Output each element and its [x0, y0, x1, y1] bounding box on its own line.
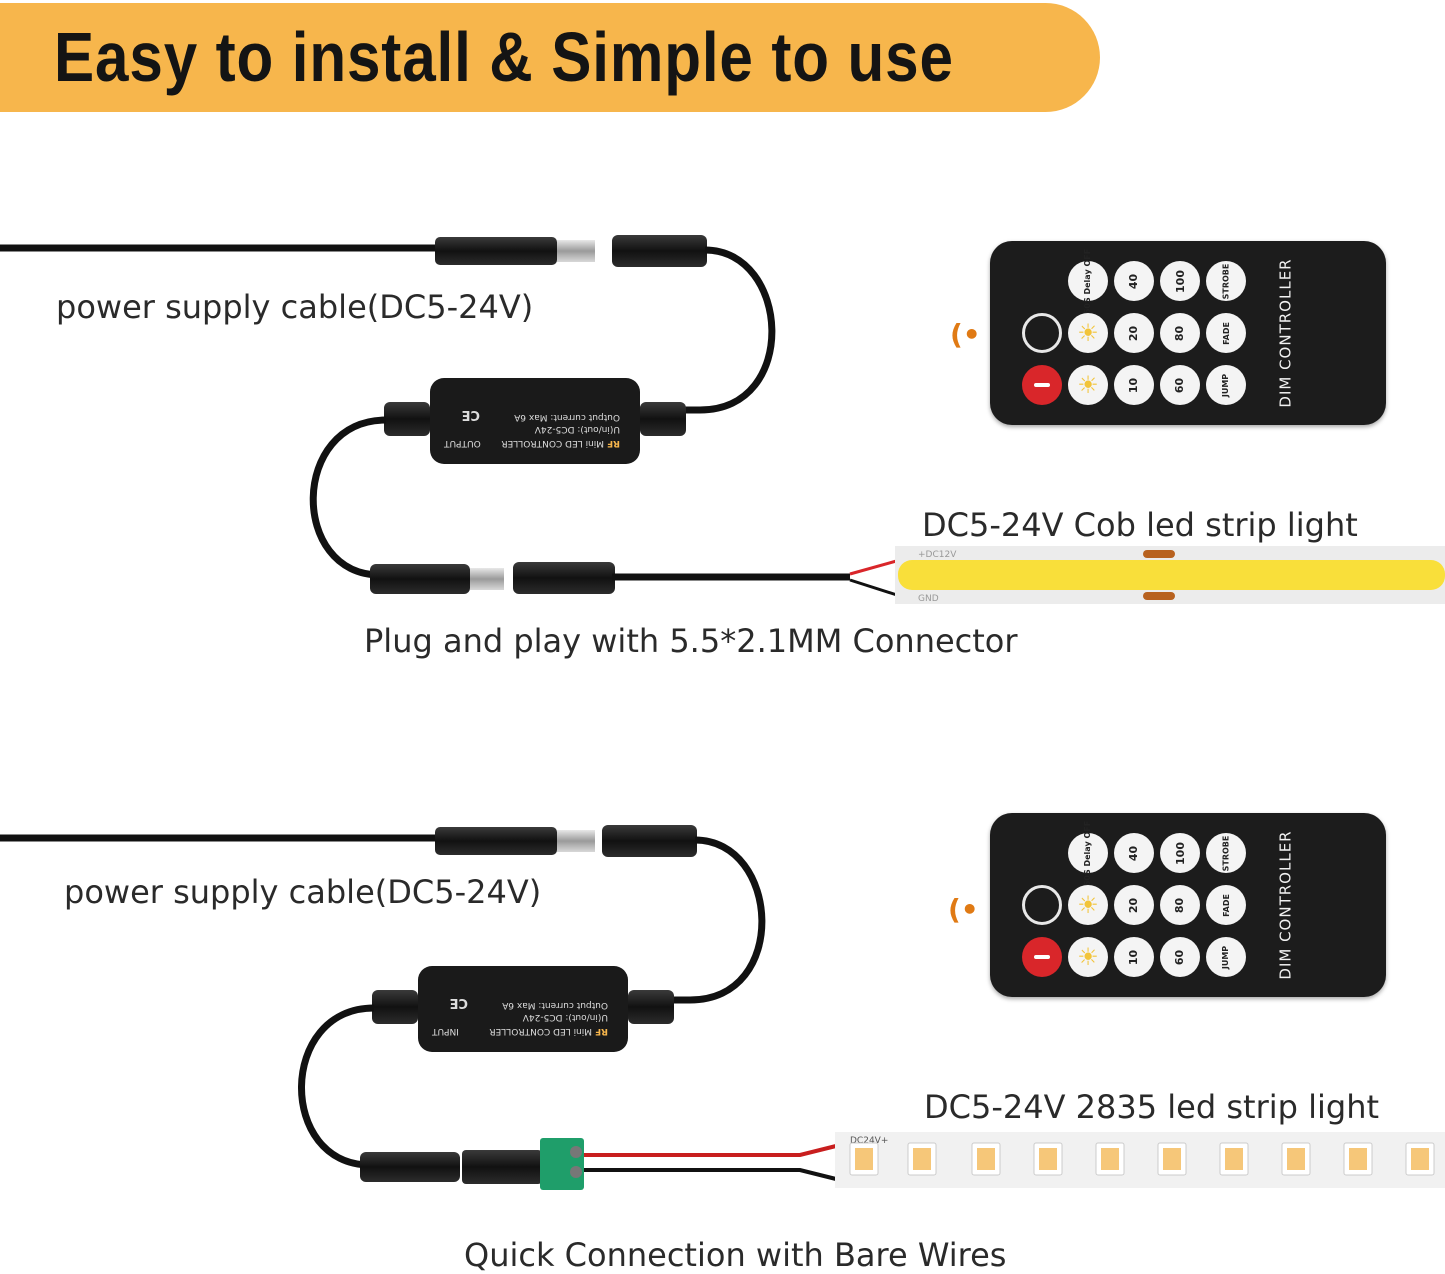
power-on-button[interactable] [1022, 313, 1062, 353]
btn-strobe-2[interactable]: STROBE [1206, 833, 1246, 873]
led-2835-strip-label: DC5-24V 2835 led strip light [924, 1088, 1380, 1126]
btn-delay-off[interactable]: 60S Delay OFF [1068, 248, 1108, 314]
brightness-down-icon[interactable]: ☀ [1068, 365, 1108, 405]
btn-60-2[interactable]: 60 [1160, 937, 1200, 977]
controller-spec-2b: U(in/out): DC5-24V [522, 1012, 608, 1022]
controller-labels-2: RF Mini LED CONTROLLER U(in/out): DC5-24… [428, 980, 618, 1040]
wireless-signal-icon: (• [950, 318, 981, 351]
brightness-up-icon[interactable]: ☀ [1068, 313, 1108, 353]
controller-brand-2: RF [594, 1026, 608, 1036]
btn-fade-2[interactable]: FADE [1206, 885, 1246, 925]
dim-remote-1: DIM CONTROLLER 60S Delay OFF 40 100 STRO… [990, 241, 1386, 425]
power-off-button[interactable] [1022, 365, 1062, 405]
plug-and-play-label: Plug and play with 5.5*2.1MM Connector [364, 622, 1018, 660]
power-off-button-2[interactable] [1022, 937, 1062, 977]
ce-mark: CE [461, 407, 480, 422]
btn-jump[interactable]: JUMP [1206, 365, 1246, 405]
controller-name-2: Mini LED CONTROLLER [489, 1026, 593, 1036]
controller-name: Mini LED CONTROLLER [501, 438, 605, 448]
dc-female-plug [612, 235, 707, 267]
ce-mark-2: CE [449, 995, 468, 1010]
controller-box [430, 378, 640, 464]
bare-wires-label: Quick Connection with Bare Wires [464, 1236, 1007, 1274]
btn-jump-2[interactable]: JUMP [1206, 937, 1246, 977]
strip-mark-gnd: GND [918, 594, 939, 604]
remote-side-label-2: DIM CONTROLLER [1276, 830, 1295, 980]
led-2835-strip [835, 1132, 1445, 1188]
controller-labels-1: RF Mini LED CONTROLLER U(in/out): DC5-24… [440, 392, 630, 452]
brightness-down-icon-2[interactable]: ☀ [1068, 937, 1108, 977]
controller-spec-1: Output current: Max 6A [514, 412, 620, 422]
btn-100[interactable]: 100 [1160, 261, 1200, 301]
wireless-signal-icon-2: (• [948, 893, 979, 926]
btn-10-2[interactable]: 10 [1114, 937, 1154, 977]
cob-strip-label: DC5-24V Cob led strip light [922, 506, 1358, 544]
page-title: Easy to install & Simple to use [54, 18, 954, 96]
btn-strobe[interactable]: STROBE [1206, 261, 1246, 301]
section2-wiring: DC24V+ [0, 825, 1445, 1190]
btn-delay-off-2[interactable]: 60S Delay OFF [1068, 820, 1108, 886]
btn-20[interactable]: 20 [1114, 313, 1154, 353]
power-on-button-2[interactable] [1022, 885, 1062, 925]
btn-80[interactable]: 80 [1160, 313, 1200, 353]
controller-output: OUTPUT [444, 438, 481, 448]
dim-remote-2: DIM CONTROLLER 60S Delay OFF 40 100 STRO… [990, 813, 1386, 997]
remote-side-label: DIM CONTROLLER [1276, 258, 1295, 408]
btn-fade[interactable]: FADE [1206, 313, 1246, 353]
btn-60[interactable]: 60 [1160, 365, 1200, 405]
controller-brand: RF [606, 438, 620, 448]
btn-10[interactable]: 10 [1114, 365, 1154, 405]
controller-input-2: INPUT [432, 1026, 459, 1036]
brightness-up-icon-2[interactable]: ☀ [1068, 885, 1108, 925]
section1-wiring: +DC12V GND [0, 235, 1445, 604]
dc-male-plug [435, 237, 557, 265]
controller-box-2 [418, 966, 628, 1052]
btn-80-2[interactable]: 80 [1160, 885, 1200, 925]
terminal-block [540, 1138, 584, 1190]
btn-40-2[interactable]: 40 [1114, 833, 1154, 873]
controller-spec-2: U(in/out): DC5-24V [534, 424, 620, 434]
btn-20-2[interactable]: 20 [1114, 885, 1154, 925]
power-cable-label-2: power supply cable(DC5-24V) [64, 873, 542, 911]
btn-40[interactable]: 40 [1114, 261, 1154, 301]
controller-spec-1b: Output current: Max 6A [502, 1000, 608, 1010]
strip2-mark: DC24V+ [850, 1136, 888, 1146]
btn-100-2[interactable]: 100 [1160, 833, 1200, 873]
power-cable-label-1: power supply cable(DC5-24V) [56, 288, 534, 326]
title-banner: Easy to install & Simple to use [0, 3, 1100, 112]
strip-mark-plus: +DC12V [918, 550, 957, 560]
